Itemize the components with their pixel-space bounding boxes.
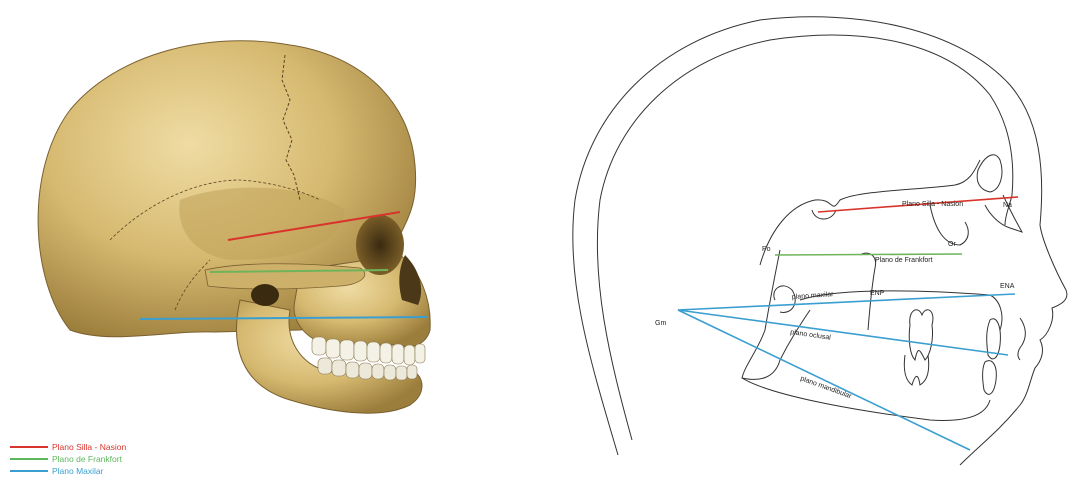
ceph-mandibular-line xyxy=(678,310,970,450)
label-silla-nasion: Plano Silla - Nasion xyxy=(902,201,963,208)
legend-item-maxilar: Plano Maxilar xyxy=(10,465,210,477)
label-or: Or xyxy=(948,241,956,248)
ceph-labels: Na Or Po ENP ENA Gm Plano Silla - Nasion… xyxy=(655,201,1015,400)
soft-tissue-profile xyxy=(573,17,1067,465)
label-po: Po xyxy=(762,246,771,253)
ceph-maxilar-line xyxy=(678,294,1015,310)
legend-item-frankfort: Plano de Frankfort xyxy=(10,453,210,465)
label-plano-maxilar: plano maxilar xyxy=(792,291,835,301)
skull-zygomatic-arch xyxy=(205,264,365,289)
ceph-oclusal-line xyxy=(678,310,1008,355)
skull-ear-canal xyxy=(251,284,279,306)
label-plano-oclusal: plano oclusal xyxy=(790,329,832,342)
cranial-base xyxy=(760,160,980,265)
legend-swatch xyxy=(10,470,48,472)
label-na: Na xyxy=(1003,202,1012,209)
label-enp: ENP xyxy=(870,290,885,297)
skull-orbit xyxy=(356,215,404,275)
legend-label: Plano Silla - Nasion xyxy=(52,442,126,452)
frontal-sinus xyxy=(977,155,1002,192)
ceph-planes xyxy=(678,197,1018,450)
skull-illustration xyxy=(38,41,430,413)
legend-label: Plano Maxilar xyxy=(52,466,104,476)
label-plano-mandibular: plano mandibular xyxy=(799,375,852,400)
orbit-outline xyxy=(930,205,968,245)
molar-tooth xyxy=(909,310,933,360)
lower-incisor-tooth xyxy=(983,361,997,395)
ramus-outline xyxy=(742,250,810,379)
ceph-frankfort-line xyxy=(775,254,962,255)
label-gm: Gm xyxy=(655,320,666,327)
cephalometric-tracing xyxy=(573,17,1067,465)
lip-outline xyxy=(1018,318,1026,360)
legend-swatch xyxy=(10,458,48,460)
mandible-outline xyxy=(742,378,990,420)
legend-swatch xyxy=(10,446,48,448)
label-ena: ENA xyxy=(1000,283,1015,290)
nasal-bone xyxy=(985,195,1022,232)
legend-label: Plano de Frankfort xyxy=(52,454,122,464)
legend-item-silla-nasion: Plano Silla - Nasion xyxy=(10,441,210,453)
skull-nasal-aperture xyxy=(399,255,421,305)
label-frankfort: Plano de Frankfort xyxy=(875,257,933,264)
legend: Plano Silla - Nasion Plano de Frankfort … xyxy=(10,441,210,477)
